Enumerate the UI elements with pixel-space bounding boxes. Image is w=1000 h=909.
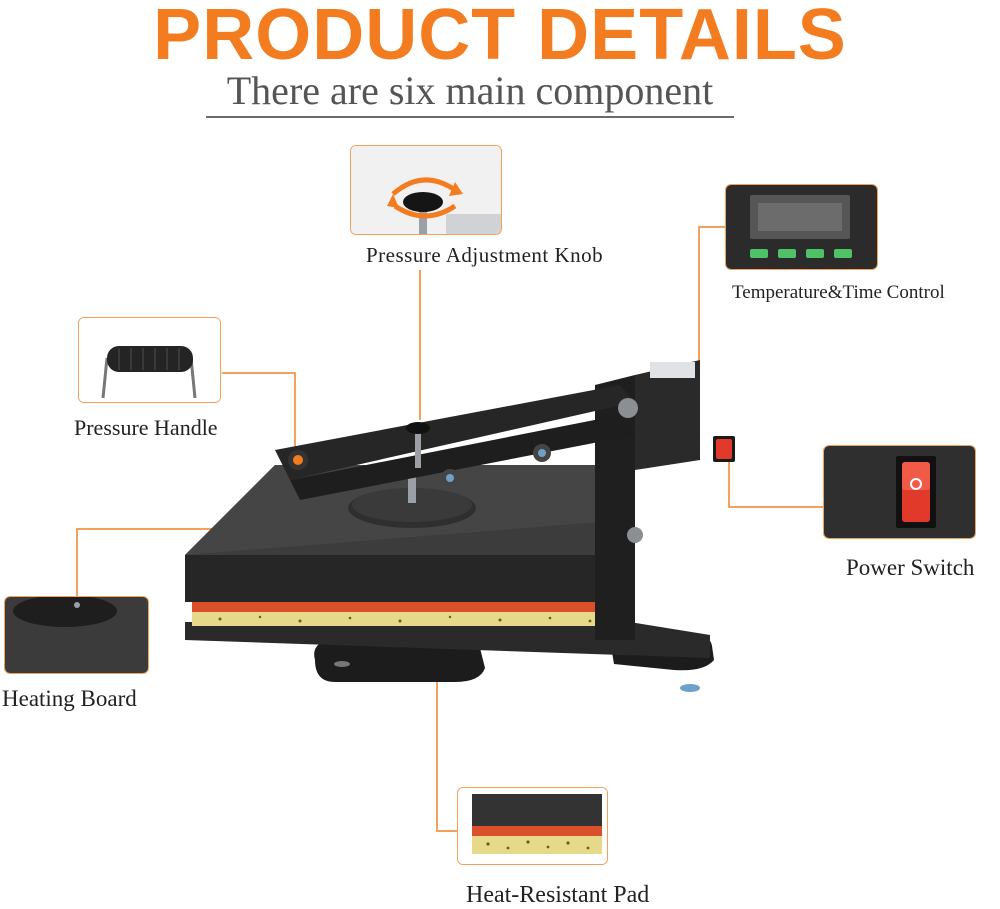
heat-press-machine-illustration bbox=[180, 340, 740, 700]
control-panel-icon bbox=[726, 185, 877, 269]
label-heat-resistant-pad: Heat-Resistant Pad bbox=[466, 882, 649, 908]
label-power-switch: Power Switch bbox=[846, 555, 974, 581]
knob-rotation-icon bbox=[351, 146, 501, 234]
handle-icon bbox=[79, 318, 220, 402]
page-title: PRODUCT DETAILS bbox=[0, 0, 1000, 70]
power-switch-thumbnail bbox=[823, 445, 976, 539]
leader-switch bbox=[728, 446, 825, 508]
pressure-adjustment-knob-thumbnail bbox=[350, 145, 502, 235]
heating-board-icon bbox=[5, 597, 148, 673]
rocker-switch-icon bbox=[824, 446, 975, 538]
label-pressure-adjustment-knob: Pressure Adjustment Knob bbox=[366, 242, 603, 268]
label-heating-board: Heating Board bbox=[2, 686, 137, 712]
label-temperature-time-control: Temperature&Time Control bbox=[732, 280, 945, 306]
heat-resistant-pad-thumbnail bbox=[457, 787, 608, 865]
heat-resistant-pad-icon bbox=[458, 788, 607, 864]
pressure-handle-thumbnail bbox=[78, 317, 221, 403]
heating-board-thumbnail bbox=[4, 596, 149, 674]
label-pressure-handle: Pressure Handle bbox=[74, 415, 218, 441]
page-subtitle: There are six main component bbox=[206, 68, 734, 118]
temperature-time-control-thumbnail bbox=[725, 184, 878, 270]
